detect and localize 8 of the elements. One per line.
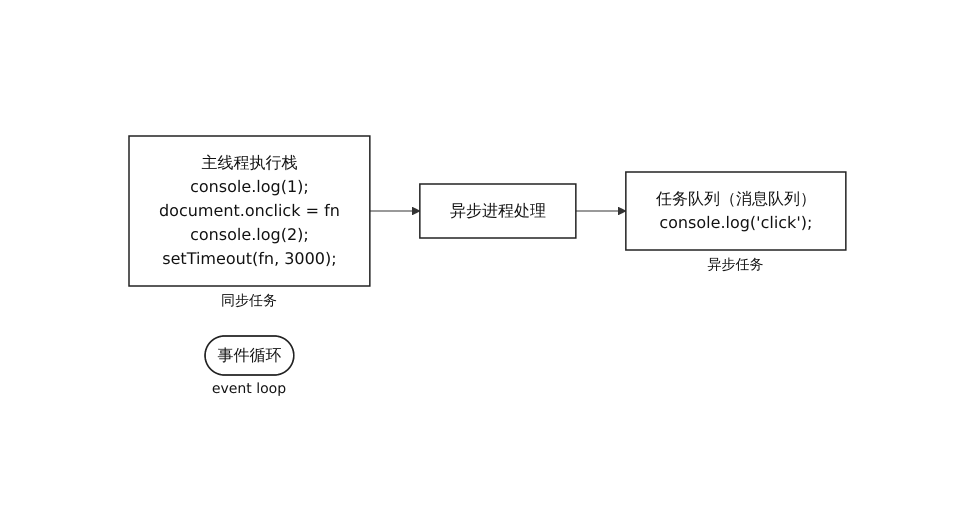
node-caption: event loop [212, 380, 286, 396]
arrow [368, 206, 420, 215]
node-box: 主线程执行栈 console.log(1); document.onclick = fn console.log(2); setTimeout(fn, 3000); [128, 134, 370, 286]
node-caption: 异步任务 [707, 256, 764, 274]
node-box: 异步进程处理 [418, 182, 576, 238]
arrow [574, 206, 626, 215]
node-caption: 同步任务 [221, 292, 277, 310]
node-box: 任务队列（消息队列） console.log('click'); [624, 170, 846, 250]
